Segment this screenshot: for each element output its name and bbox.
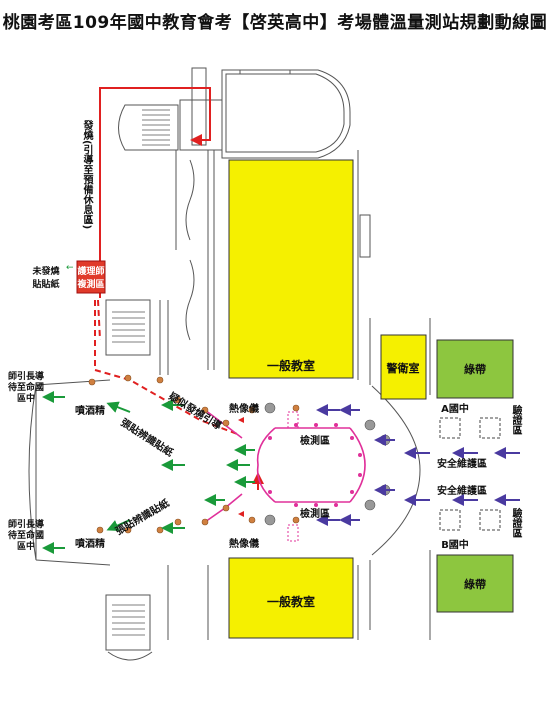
no-fever-arrow: ← (66, 263, 74, 273)
posts (264, 402, 391, 526)
verify-bottom-label: 驗證區 (510, 508, 521, 538)
building-outline-top (28, 67, 431, 661)
guard-room (380, 334, 427, 400)
check-route (204, 409, 366, 523)
teacher-bottom-label: 師引長導待至命國區中 (4, 520, 48, 553)
safety-top-label: 安全維護區 (437, 457, 487, 470)
green-belt-bottom-label: 綠帶 (464, 577, 486, 591)
green-belt-top (436, 339, 514, 399)
teacher-bottom-text: 師引長導待至命國區中 (7, 520, 44, 552)
school-b-label: B國中 (441, 538, 469, 551)
thermal-markers (238, 417, 244, 517)
verify-boxes-bottom (439, 509, 501, 531)
normal-route (42, 391, 255, 554)
spray-top-label: 噴酒精 (75, 404, 105, 417)
classroom-bottom (228, 557, 354, 639)
suspected-fever-label: 疑似發燒引導 (166, 390, 224, 433)
no-fever-line2: 貼貼紙 (31, 278, 59, 290)
page-title: 桃園考區109年國中教育會考【啓英高中】考場體溫量測站規劃動線圖 (2, 13, 548, 33)
thermal-bottom-label: 熱像儀 (229, 537, 259, 550)
check-top-label: 檢測區 (300, 434, 330, 447)
incoming-route (316, 404, 520, 526)
sticker-top-label: 張貼辨識貼紙 (118, 416, 175, 460)
cones (88, 374, 300, 534)
fever-vertical-label: 發燒(引導至預備休息區) (81, 120, 92, 230)
guard-room-label: 警衛室 (386, 361, 420, 375)
verify-boxes-top (439, 417, 501, 439)
fever-route (94, 87, 241, 436)
classroom-top (228, 159, 354, 379)
verify-top-label: 驗證區 (510, 405, 521, 435)
no-fever-line1: 未發燒 (31, 265, 59, 277)
check-tables (287, 411, 299, 542)
green-belt-bottom (436, 554, 514, 613)
spray-bottom-label: 噴酒精 (75, 537, 105, 550)
nurse-box-line1: 護理師 (77, 265, 104, 277)
check-bottom-label: 檢測區 (300, 507, 330, 520)
nurse-box-line2: 複測區 (76, 278, 104, 290)
classroom-top-label: 一般教室 (267, 358, 315, 373)
teacher-top-text: 師引長導待至命國區中 (7, 372, 44, 404)
safety-bottom-label: 安全維護區 (437, 484, 487, 497)
classroom-bottom-label: 一般教室 (267, 594, 315, 609)
green-belt-top-label: 綠帶 (464, 362, 486, 376)
thermal-top-label: 熱像儀 (229, 402, 259, 415)
check-dots (268, 423, 362, 507)
nurse-retest-box (76, 260, 106, 294)
school-a-label: A國中 (441, 402, 469, 415)
teacher-top-label: 師引長導待至命國區中 (4, 372, 48, 405)
